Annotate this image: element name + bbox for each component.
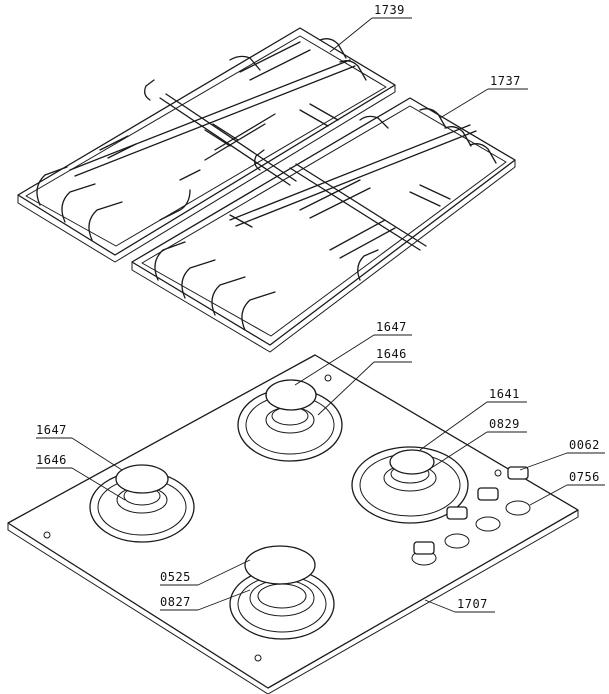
label-1641: 1641: [489, 387, 520, 401]
pan-support-left: [17, 27, 396, 263]
label-1737: 1737: [490, 74, 521, 88]
label-0062: 0062: [569, 438, 600, 452]
burner-front: [229, 545, 335, 640]
leader-lines: [36, 17, 605, 613]
label-0525: 0525: [160, 570, 191, 584]
label-1647-left: 1647: [36, 423, 67, 437]
label-0827: 0827: [160, 595, 191, 609]
label-1646-top: 1646: [376, 347, 407, 361]
label-1707: 1707: [457, 597, 488, 611]
pan-support-right: [131, 97, 516, 353]
label-1739: 1739: [374, 3, 405, 17]
burner-right: [351, 446, 469, 524]
burner-top: [237, 379, 343, 462]
cooktop-plate: [7, 354, 579, 694]
burner-left: [89, 464, 195, 543]
label-1647-top: 1647: [376, 320, 407, 334]
label-0756: 0756: [569, 470, 600, 484]
label-0829: 0829: [489, 417, 520, 431]
part-labels: 1739 1737 1647 1646 1641 0829 0062 0756 …: [36, 3, 600, 611]
label-1646-left: 1646: [36, 453, 67, 467]
control-knobs: [411, 466, 531, 566]
